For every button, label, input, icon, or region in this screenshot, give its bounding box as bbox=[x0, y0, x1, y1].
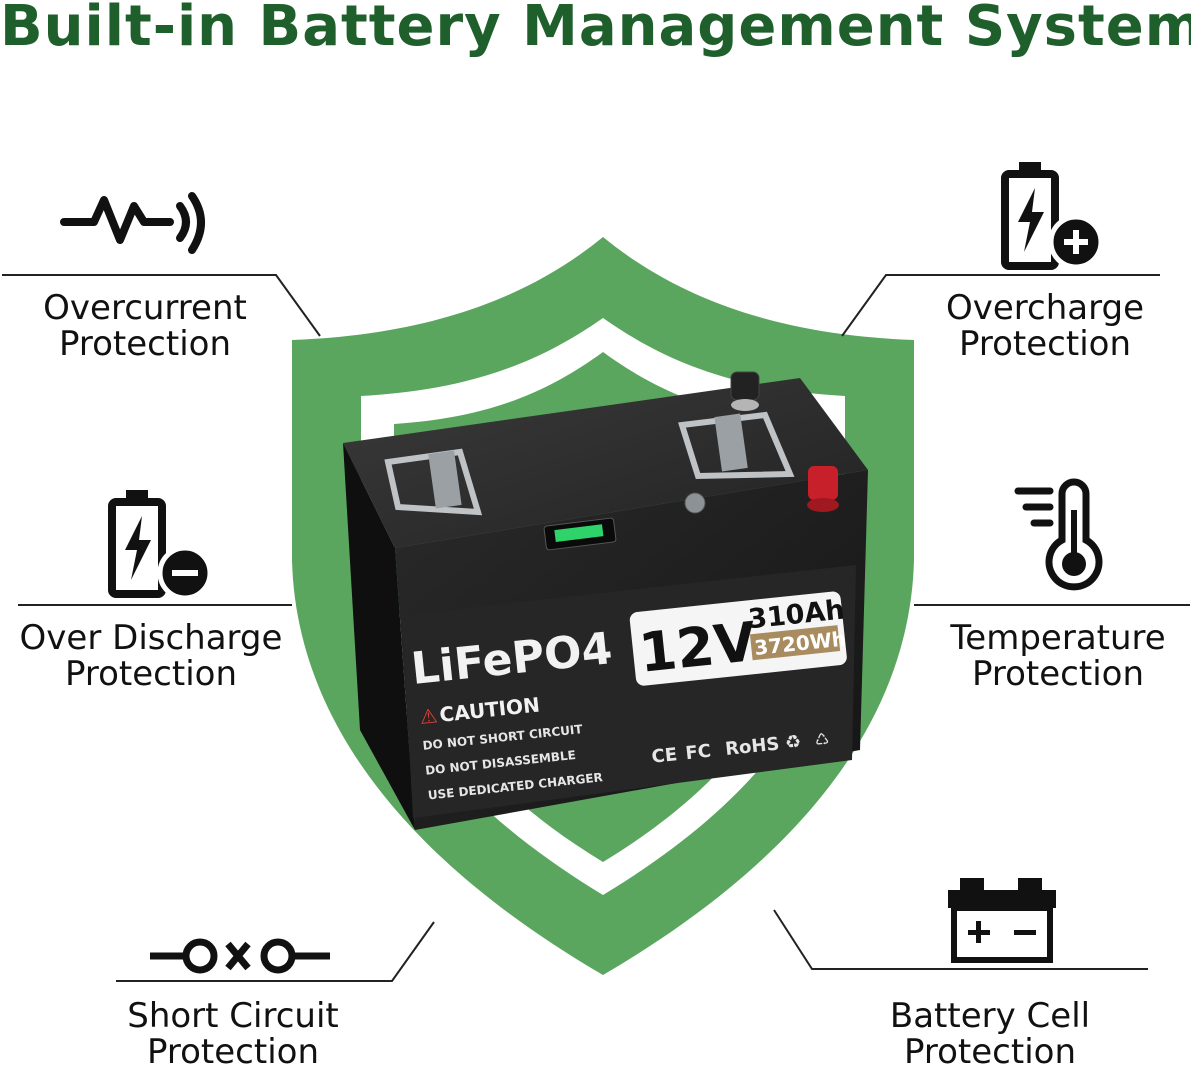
weee-bin-icon: ♺ bbox=[814, 729, 830, 749]
battery-illustration: LiFePO4 12V 310Ah 3720Wh ⚠ CAUTION DO NO… bbox=[343, 371, 868, 830]
short-circuit-icon bbox=[150, 938, 330, 974]
car-battery-icon bbox=[948, 878, 1056, 963]
page-title: Built-in Battery Management System bbox=[0, 0, 1191, 59]
overcurrent-wave-icon bbox=[60, 192, 205, 254]
voltage-label: 12V bbox=[636, 610, 759, 685]
svg-text:⚠: ⚠ bbox=[418, 703, 438, 729]
ce-mark: CE bbox=[651, 744, 679, 768]
thermometer-icon bbox=[1014, 478, 1103, 591]
battery-plus-icon bbox=[1001, 162, 1104, 270]
recycle-icon: ♻ bbox=[784, 731, 802, 754]
battery-minus-icon bbox=[108, 490, 213, 601]
fc-mark: FC bbox=[684, 741, 712, 765]
connector-lines bbox=[2, 274, 1190, 982]
